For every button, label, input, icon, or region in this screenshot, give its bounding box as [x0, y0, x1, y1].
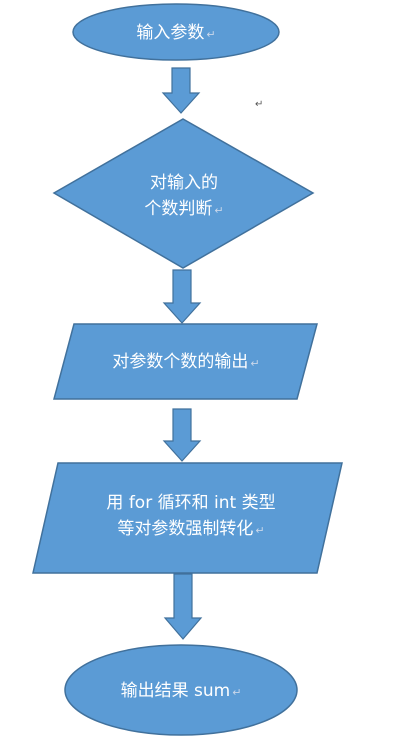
decision-label-line-1: 对输入的	[150, 173, 218, 193]
end-ellipse[interactable]	[64, 644, 298, 736]
output-paragraph-mark: ↵	[250, 357, 260, 370]
convert-paragraph-mark: ↵	[255, 524, 265, 537]
arrow-start-to-decision	[161, 67, 201, 114]
arrow-decision-to-output	[162, 269, 202, 324]
end-paragraph-mark: ↵	[232, 686, 242, 699]
start-paragraph-mark: ↵	[206, 28, 216, 41]
arrow-convert-to-end	[163, 573, 203, 640]
paragraph-mark: ↵	[255, 99, 264, 110]
output-count-parallelogram[interactable]	[53, 323, 318, 400]
start-ellipse[interactable]	[72, 3, 280, 61]
convert-label-line-1: 用 for 循环和 int 类型	[106, 493, 276, 513]
output-count-label: 对参数个数的输出↵	[80, 349, 292, 377]
start-label-line-1: 输入参数	[136, 23, 205, 43]
arrow-output-to-convert	[162, 408, 202, 462]
end-label: 输出结果 sum↵	[96, 678, 266, 706]
start-label: 输入参数↵	[96, 20, 256, 48]
decision-label-line-2: 个数判断	[144, 199, 213, 219]
output-count-label-line-1: 对参数个数的输出	[112, 352, 249, 372]
decision-paragraph-mark: ↵	[214, 204, 224, 217]
end-label-line-1: 输出结果 sum	[120, 681, 231, 701]
convert-parallelogram[interactable]	[32, 462, 343, 574]
convert-label: 用 for 循环和 int 类型 等对参数强制转化↵	[60, 490, 322, 544]
decision-diamond[interactable]	[52, 118, 315, 269]
decision-label: 对输入的 个数判断↵	[104, 170, 264, 224]
convert-label-line-2: 等对参数强制转化	[117, 519, 254, 539]
